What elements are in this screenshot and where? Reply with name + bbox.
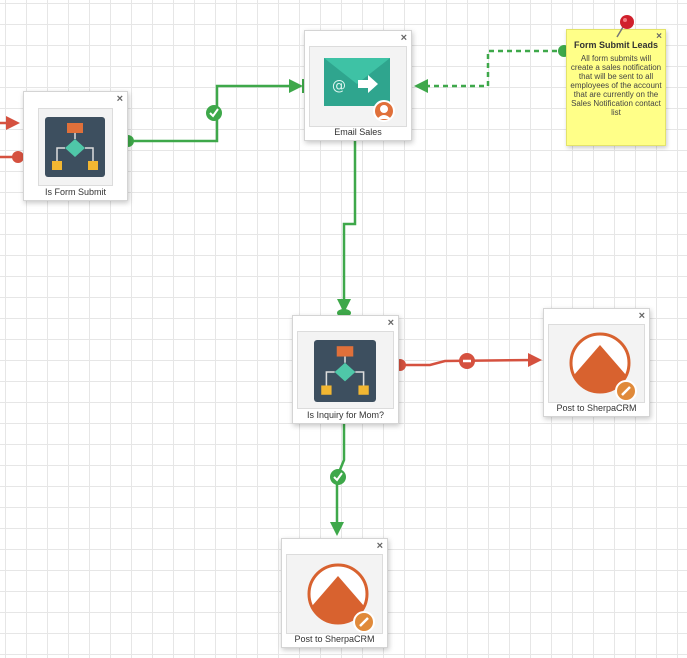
node-label: Post to SherpaCRM (556, 403, 637, 413)
node-label: Is Inquiry for Mom? (306, 410, 385, 420)
close-icon[interactable]: × (638, 310, 645, 322)
node-label: Post to SherpaCRM (294, 634, 375, 644)
decision-icon (314, 340, 376, 402)
note-title: Form Submit Leads (573, 40, 658, 50)
close-icon[interactable]: × (116, 93, 123, 105)
node-label: Is Form Submit (44, 187, 106, 197)
email-sales-to-inquiry-connection[interactable] (337, 141, 357, 317)
node-post-to-sherpacrm-bottom[interactable]: × Post to SherpaCRM (281, 538, 388, 648)
check-icon (206, 105, 222, 121)
sherpa-crm-icon (569, 332, 631, 394)
node-post-to-sherpacrm-right[interactable]: × Post to SherpaCRM (543, 308, 650, 417)
incoming-no-connection[interactable] (0, 116, 24, 163)
sherpa-crm-icon (307, 563, 369, 625)
sticky-note-form-submit-leads[interactable]: × Form Submit Leads All form submits wil… (566, 29, 666, 146)
node-label: Email Sales (334, 127, 382, 137)
user-avatar-icon (373, 100, 395, 122)
svg-text:@: @ (332, 78, 346, 94)
node-is-inquiry-for-mom[interactable]: × Is Inquiry for Mom? (292, 315, 399, 424)
check-icon (330, 469, 346, 485)
edit-pencil-icon (353, 611, 375, 633)
node-icon-frame: @ (309, 46, 407, 127)
node-icon-frame (286, 554, 383, 634)
node-is-form-submit[interactable]: × Is Form Submit (23, 91, 128, 201)
minus-icon (459, 353, 475, 369)
note-to-email-sales-connection[interactable] (414, 45, 570, 93)
node-icon-frame (548, 324, 645, 403)
edit-pencil-icon (615, 380, 637, 402)
push-pin-icon (616, 15, 634, 38)
node-icon-frame (297, 331, 394, 409)
close-icon[interactable]: × (400, 32, 407, 44)
note-body: All form submits will create a sales not… (570, 54, 662, 117)
email-icon: @ (324, 58, 390, 106)
inquiry-to-sherpacrm-bottom-connection[interactable] (330, 424, 346, 536)
close-icon[interactable]: × (376, 540, 383, 552)
close-icon[interactable]: × (656, 31, 662, 42)
node-icon-frame (38, 108, 113, 186)
node-email-sales[interactable]: × @ Email Sales (304, 30, 412, 141)
close-icon[interactable]: × (387, 317, 394, 329)
decision-icon (45, 117, 105, 177)
